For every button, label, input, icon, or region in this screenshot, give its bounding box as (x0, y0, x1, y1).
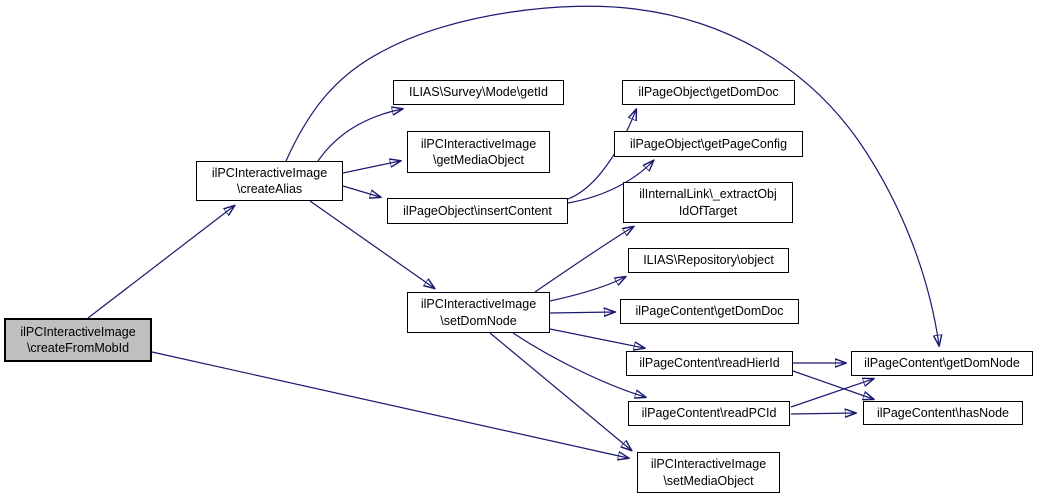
node-label: ilPCInteractiveImage (420, 136, 537, 151)
edge-create-alias-to-get-media-object (342, 161, 400, 174)
node-label: ilPageContent\getDomNode (864, 356, 1020, 371)
node-label: ilPageObject\insertContent (403, 203, 552, 218)
node-repository-object[interactable]: ILIAS\Repository\object (628, 248, 789, 273)
node-label: ILIAS\Repository\object (643, 253, 774, 268)
edge-create-alias-to-insert-content (342, 185, 380, 197)
node-label: \getMediaObject (432, 153, 525, 167)
node-label: ilPageContent\hasNode (876, 405, 1010, 420)
node-label: ilPageContent\readHierId (639, 356, 780, 371)
edge-read-pc-id-to-get-dom-node (790, 379, 873, 408)
edge-insert-content-to-get-page-config (567, 161, 653, 204)
node-label: ilPageObject\getPageConfig (629, 136, 788, 151)
node-label: \createAlias (236, 182, 303, 196)
edge-set-dom-node-to-set-media-object (489, 332, 631, 450)
edge-create-from-mob-id-to-create-alias (87, 206, 234, 319)
node-label: ilPCInteractiveImage (650, 457, 767, 472)
edge-create-alias-to-get-dom-node (285, 5, 939, 345)
edge-create-alias-to-get-id (317, 109, 402, 162)
edge-read-hier-id-to-has-node (792, 370, 873, 399)
node-create-from-mob-id: ilPCInteractiveImage \createFromMobId (4, 318, 152, 362)
node-get-media-object[interactable]: ilPCInteractiveImage \getMediaObject (407, 131, 550, 173)
node-label: ilPageContent\readPCId (641, 406, 777, 421)
node-label: \setMediaObject (663, 473, 754, 488)
node-label: ILIAS\Survey\Mode\getId (409, 85, 548, 100)
node-label: ilPageContent\getDomDoc (635, 304, 784, 319)
node-create-alias[interactable]: ilPCInteractiveImage \createAlias (196, 161, 343, 201)
node-label: ilPCInteractiveImage (20, 324, 136, 339)
node-page-content-get-dom-doc[interactable]: ilPageContent\getDomDoc (620, 299, 799, 324)
edge-set-dom-node-to-read-pc-id (512, 332, 645, 397)
edge-set-dom-node-to-repository-object (549, 277, 625, 302)
edge-set-dom-node-to-content-get-dom-doc (549, 312, 614, 313)
node-label: ilPCInteractiveImage (211, 165, 328, 180)
edge-read-pc-id-to-has-node (790, 413, 855, 414)
node-has-node[interactable]: ilPageContent\hasNode (863, 401, 1023, 425)
node-label: ilInternalLink\_extractObj (639, 187, 777, 202)
node-read-pc-id[interactable]: ilPageContent\readPCId (628, 401, 790, 426)
edge-insert-content-to-page-get-dom-doc (567, 110, 636, 200)
node-page-object-get-dom-doc[interactable]: ilPageObject\getDomDoc (622, 80, 795, 105)
node-label: IdOfTarget (678, 203, 738, 218)
edge-create-from-mob-id-to-set-media-object (151, 351, 628, 458)
node-get-id[interactable]: ILIAS\Survey\Mode\getId (393, 80, 564, 105)
node-read-hier-id[interactable]: ilPageContent\readHierId (626, 351, 793, 376)
node-label: \setDomNode (440, 313, 517, 328)
node-label: ilPCInteractiveImage (420, 297, 537, 312)
node-set-dom-node[interactable]: ilPCInteractiveImage \setDomNode (407, 292, 550, 333)
node-label: ilPageObject\getDomDoc (638, 85, 779, 100)
node-extract-obj-id-of-target[interactable]: ilInternalLink\_extractObj IdOfTarget (623, 182, 793, 223)
node-get-page-config[interactable]: ilPageObject\getPageConfig (614, 131, 803, 157)
edge-set-dom-node-to-extract-obj-id-of-target (534, 227, 633, 293)
edge-set-dom-node-to-read-hier-id (549, 328, 644, 348)
edge-create-alias-to-set-dom-node (309, 200, 434, 288)
node-insert-content[interactable]: ilPageObject\insertContent (387, 198, 568, 224)
node-get-dom-node[interactable]: ilPageContent\getDomNode (851, 351, 1033, 376)
node-label: \createFromMobId (26, 341, 130, 355)
node-set-media-object[interactable]: ilPCInteractiveImage \setMediaObject (637, 452, 780, 493)
